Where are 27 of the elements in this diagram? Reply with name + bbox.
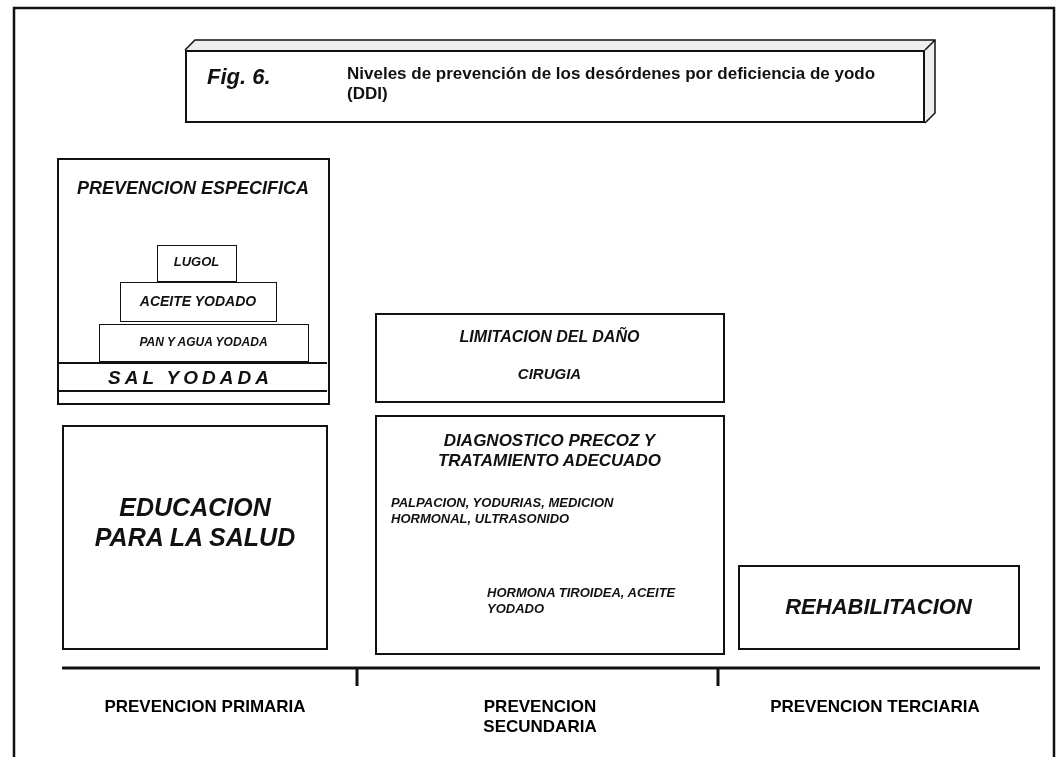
node-label: SAL YODADA — [107, 367, 274, 390]
node-detail: CIRUGIA — [516, 365, 583, 383]
pyramid-block — [99, 324, 309, 362]
node-label: DIAGNOSTICO PRECOZ Y TRATAMIENTO ADECUADO — [436, 431, 663, 472]
node-label: PAN Y AGUA YODADA — [138, 335, 269, 350]
node-label: REHABILITACION — [784, 594, 974, 621]
category-box — [375, 313, 725, 403]
level-label: PREVENCION TERCIARIA — [769, 697, 981, 718]
level-label: PREVENCION PRIMARIA — [103, 697, 307, 718]
pyramid-block — [157, 245, 237, 282]
node-label: LIMITACION DEL DAÑO — [458, 327, 641, 347]
node-label: Fig. 6. — [207, 64, 272, 91]
base-band — [59, 362, 327, 392]
title-box — [185, 50, 925, 123]
node-label: EDUCACION PARA LA SALUD — [93, 492, 297, 552]
node-detail: Niveles de prevención de los desórdenes por deficiencia de yodo (DDI) — [347, 64, 877, 105]
node-detail: HORMONA TIROIDEA, ACEITE YODADO — [487, 585, 677, 617]
category-box — [375, 415, 725, 655]
node-label: ACEITE YODADO — [138, 293, 258, 310]
node-detail: PALPACION, YODURIAS, MEDICION HORMONAL, ULTRASONIDO — [391, 495, 615, 527]
category-box — [57, 158, 330, 405]
node-label: LUGOL — [172, 254, 221, 270]
level-label: PREVENCION SECUNDARIA — [482, 697, 598, 738]
pyramid-block — [120, 282, 277, 322]
category-box — [738, 565, 1020, 650]
node-label: PREVENCION ESPECIFICA — [75, 178, 310, 200]
category-box — [62, 425, 328, 650]
